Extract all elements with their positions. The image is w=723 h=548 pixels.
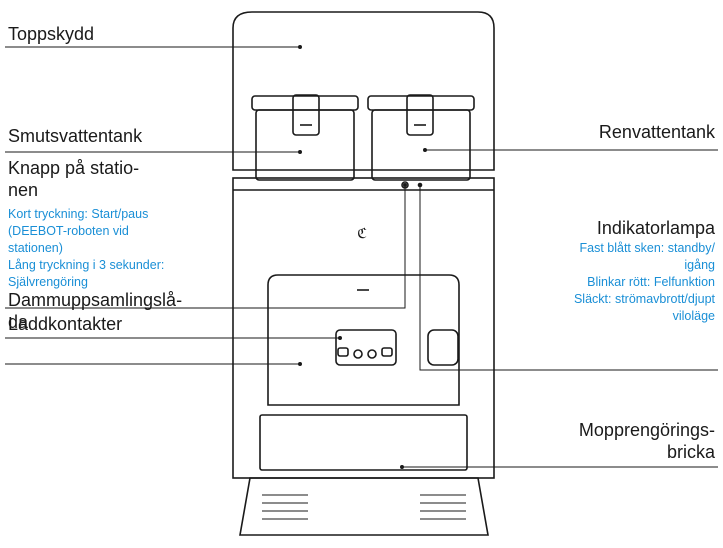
knapp-desc-5: Självrengöring	[8, 275, 88, 289]
label-knapp-line2: nen	[8, 180, 39, 200]
mop-tray	[239, 477, 489, 536]
label-dammuppsamling-line1: Dammuppsamlingslå-	[8, 290, 183, 310]
label-mopp-line2: bricka	[666, 442, 715, 462]
label-smutsvattentank: Smutsvattentank	[8, 126, 143, 146]
label-toppskydd: Toppskydd	[8, 24, 95, 44]
leader-indikatorlampa	[419, 185, 718, 371]
knapp-desc-3: stationen)	[8, 241, 63, 255]
dust-bin	[267, 274, 460, 406]
knapp-desc-2: (DEEBOT-roboten vid	[8, 224, 129, 238]
indikator-desc-3: Blinkar rött: Felfunktion	[587, 275, 715, 289]
label-knapp-line1: Knapp på statio-	[8, 158, 140, 178]
indikator-desc-4: Släckt: strömavbrott/djupt	[573, 292, 715, 306]
clean-water-tank	[367, 94, 475, 181]
label-indikatorlampa: Indikatorlampa	[596, 218, 715, 238]
label-dammuppsamling-line2: da	[8, 312, 29, 332]
leader-knapp	[5, 185, 406, 309]
indikator-desc-2: igång	[684, 258, 715, 272]
indikator-desc-1: Fast blått sken: standby/	[579, 241, 716, 255]
charging-contacts	[335, 329, 397, 366]
knapp-desc-4: Lång tryckning i 3 sekunder:	[8, 258, 165, 272]
label-renvattentank: Renvattentank	[598, 122, 715, 142]
station-body	[232, 177, 495, 479]
dirty-water-tank	[251, 94, 359, 181]
brand-logo-icon: ℭ	[357, 225, 367, 241]
knapp-desc-1: Kort tryckning: Start/paus	[8, 207, 149, 221]
top-cover	[232, 11, 495, 171]
label-laddkontakter: Laddkontakter	[8, 314, 123, 334]
indikator-desc-5: viloläge	[672, 309, 715, 323]
label-mopp-line1: Mopprengörings-	[578, 420, 715, 440]
